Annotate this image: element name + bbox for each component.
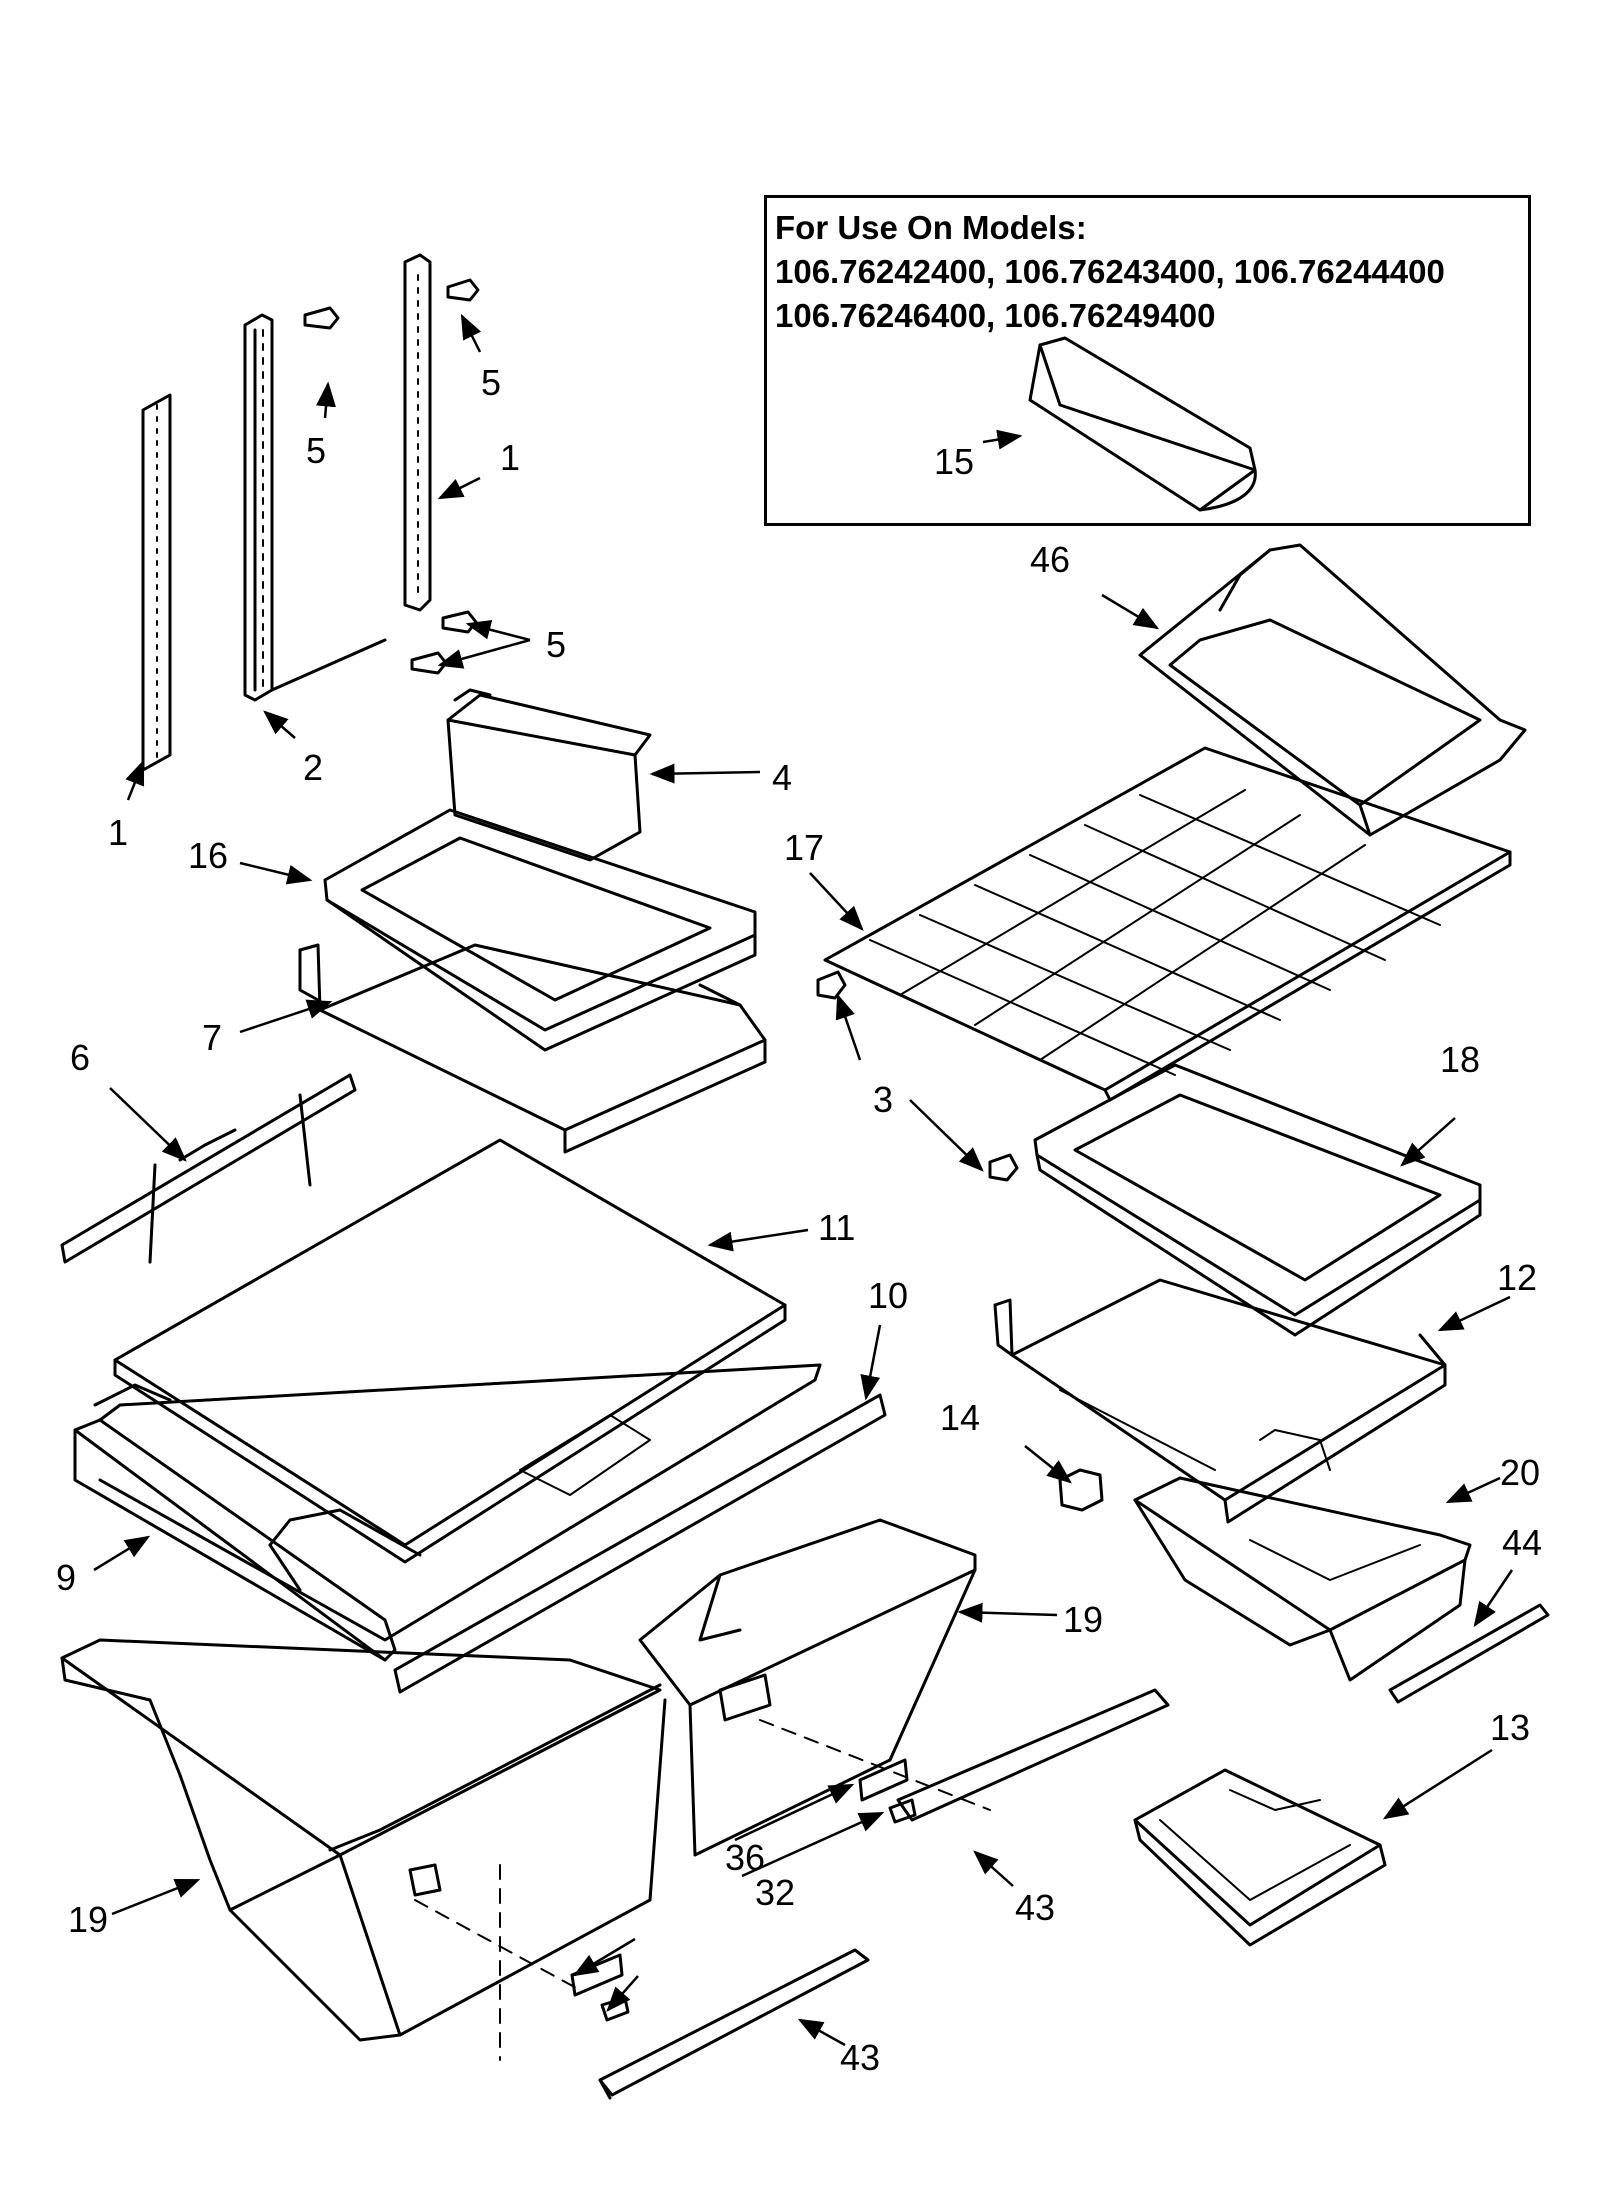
leader-arrows bbox=[93, 313, 1514, 2047]
model-note-box bbox=[764, 195, 1531, 526]
callout-18: 18 bbox=[1440, 1039, 1480, 1080]
meat-pan bbox=[1133, 1476, 1472, 1682]
callout-5-top: 5 bbox=[481, 362, 501, 403]
screw-set bbox=[303, 278, 480, 675]
callout-36: 36 bbox=[725, 1837, 765, 1878]
cover-clip bbox=[1058, 1468, 1104, 1512]
callout-13: 13 bbox=[1490, 1707, 1530, 1748]
rail-left bbox=[141, 393, 172, 772]
callout-20: 20 bbox=[1500, 1452, 1540, 1493]
callout-7: 7 bbox=[202, 1017, 222, 1058]
model-note: For Use On Models: 106.76242400, 106.762… bbox=[775, 206, 1515, 338]
callout-19-right: 19 bbox=[1063, 1599, 1103, 1640]
callout-12: 12 bbox=[1497, 1257, 1537, 1298]
glass-shelf-right bbox=[1033, 1063, 1482, 1337]
glass-shelf-small bbox=[323, 808, 757, 1052]
callout-5-left: 5 bbox=[306, 430, 326, 471]
callout-16: 16 bbox=[188, 835, 228, 876]
model-note-line-1: 106.76242400, 106.76243400, 106.76244400 bbox=[775, 253, 1445, 290]
wire-shelf bbox=[823, 746, 1512, 1102]
callout-32: 32 bbox=[755, 1872, 795, 1913]
crisper-frame bbox=[73, 1363, 822, 1662]
shelf-frame-right bbox=[993, 1278, 1447, 1524]
rail-center bbox=[243, 313, 387, 702]
shelf-frame-small bbox=[298, 943, 767, 1154]
drawer-rail-lower bbox=[598, 1948, 870, 2100]
rail-right bbox=[403, 253, 432, 612]
callout-46: 46 bbox=[1030, 539, 1070, 580]
glass-shelf-large bbox=[113, 1138, 787, 1564]
callout-9: 9 bbox=[56, 1557, 76, 1598]
meat-pan-trim bbox=[1388, 1603, 1550, 1704]
callout-43-upper: 43 bbox=[1015, 1887, 1055, 1928]
drawer-rail-upper bbox=[896, 1688, 1170, 1822]
callout-17: 17 bbox=[784, 827, 824, 868]
door-rail-tube bbox=[1028, 336, 1257, 512]
callout-1-right: 1 bbox=[500, 437, 520, 478]
callout-4: 4 bbox=[772, 757, 792, 798]
model-note-heading: For Use On Models: bbox=[775, 209, 1087, 246]
model-note-line-2: 106.76246400, 106.76249400 bbox=[775, 297, 1216, 334]
crisper-trim bbox=[393, 1393, 887, 1694]
callout-3: 3 bbox=[873, 1079, 893, 1120]
callout-43-lower: 43 bbox=[840, 2037, 880, 2078]
callout-11: 11 bbox=[818, 1207, 855, 1248]
drawer-latch-set bbox=[570, 1758, 917, 2022]
crisper-drawer-right bbox=[638, 1518, 991, 1857]
crisper-drawer-left bbox=[60, 1638, 667, 2061]
callout-2: 2 bbox=[303, 747, 323, 788]
deli-bin bbox=[1138, 543, 1527, 837]
callout-19-left: 19 bbox=[68, 1899, 108, 1940]
door-bin bbox=[446, 688, 652, 862]
callout-6: 6 bbox=[70, 1037, 90, 1078]
cover-strip bbox=[60, 1073, 357, 1264]
callout-1-left: 1 bbox=[108, 812, 128, 853]
shelf-support-pegs bbox=[816, 970, 1019, 1182]
crisper-insert-tray bbox=[1133, 1768, 1387, 1947]
callout-15: 15 bbox=[934, 441, 974, 482]
callout-44: 44 bbox=[1502, 1522, 1542, 1563]
callout-14: 14 bbox=[940, 1397, 980, 1438]
callout-10: 10 bbox=[868, 1275, 908, 1316]
callout-labels: 1 2 5 5 1 5 4 16 7 6 11 10 9 19 19 36 32… bbox=[56, 362, 1542, 2078]
callout-5-lower: 5 bbox=[546, 624, 566, 665]
